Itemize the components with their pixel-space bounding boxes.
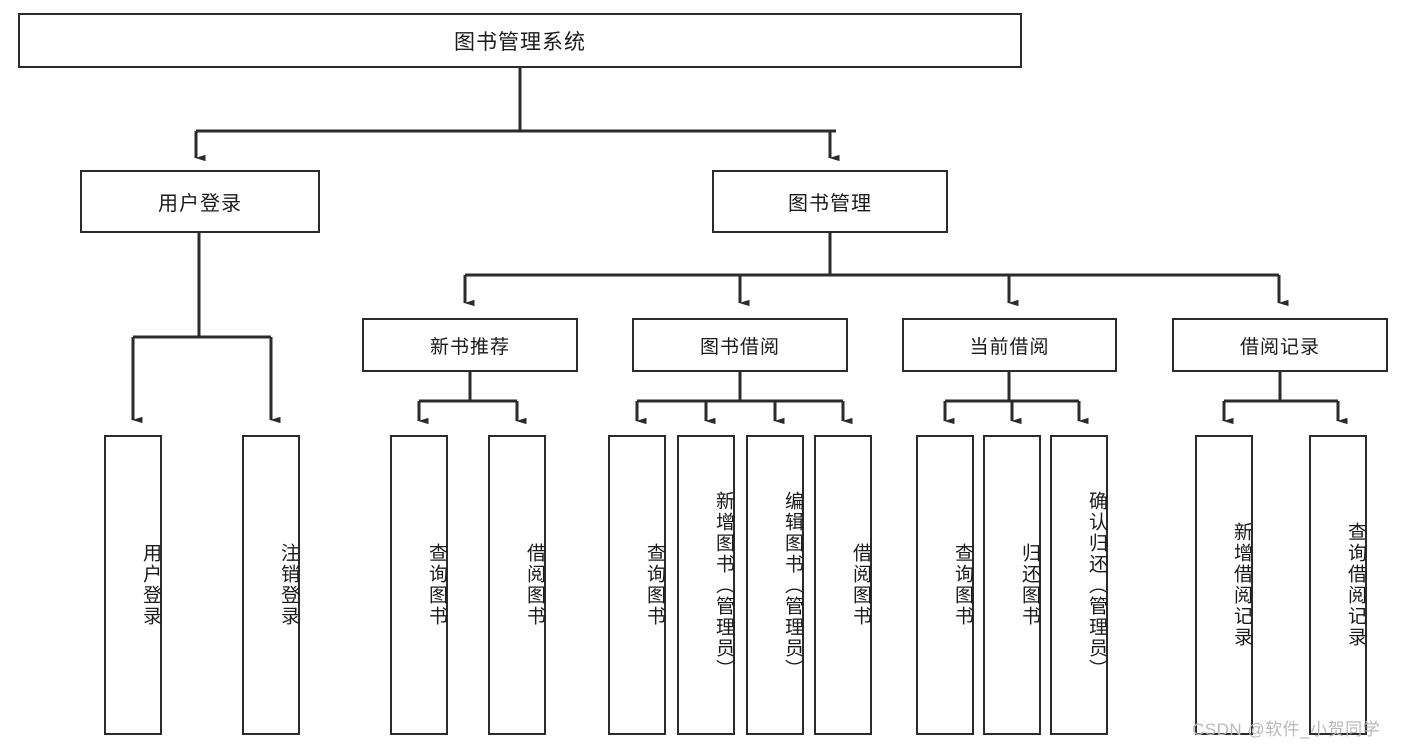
node-label: 归还图书 <box>1019 543 1040 627</box>
leaf-recommend-query-book[interactable]: 查询图书 <box>390 435 448 735</box>
leaf-query-borrow-record[interactable]: 查询借阅记录 <box>1309 435 1367 735</box>
node-new-book-recommend[interactable]: 新书推荐 <box>362 318 578 372</box>
node-label: 用户登录 <box>140 543 161 627</box>
node-label: 当前借阅 <box>969 336 1050 358</box>
node-root-system[interactable]: 图书管理系统 <box>18 13 1022 68</box>
leaf-add-book-admin[interactable]: 新增图书（管理员） <box>677 435 735 735</box>
leaf-user-login[interactable]: 用户登录 <box>104 435 162 735</box>
leaf-add-borrow-record[interactable]: 新增借阅记录 <box>1195 435 1253 735</box>
node-label: 注销登录 <box>278 543 299 627</box>
leaf-logout[interactable]: 注销登录 <box>242 435 300 735</box>
leaf-edit-book-admin[interactable]: 编辑图书（管理员） <box>746 435 804 735</box>
node-label: 图书借阅 <box>699 336 780 358</box>
node-borrow-record[interactable]: 借阅记录 <box>1172 318 1388 372</box>
leaf-current-query-book[interactable]: 查询图书 <box>916 435 974 735</box>
node-label: 新书推荐 <box>429 336 510 358</box>
node-label: 借阅图书 <box>524 543 545 627</box>
node-label: 查询图书 <box>952 543 973 627</box>
node-label: 新增图书（管理员） <box>713 490 734 680</box>
leaf-recommend-borrow-book[interactable]: 借阅图书 <box>488 435 546 735</box>
node-user-login[interactable]: 用户登录 <box>80 170 320 233</box>
node-label: 确认归还（管理员） <box>1086 490 1107 680</box>
watermark: CSDN @软件_小贺同学 <box>1192 720 1381 739</box>
leaf-return-book[interactable]: 归还图书 <box>983 435 1041 735</box>
node-book-borrow[interactable]: 图书借阅 <box>632 318 848 372</box>
node-current-borrow[interactable]: 当前借阅 <box>902 318 1117 372</box>
node-label: 查询借阅记录 <box>1345 522 1366 648</box>
leaf-borrow-query-book[interactable]: 查询图书 <box>608 435 666 735</box>
node-label: 查询图书 <box>426 543 447 627</box>
node-label: 用户登录 <box>158 193 242 215</box>
leaf-borrow-book[interactable]: 借阅图书 <box>814 435 872 735</box>
node-label: 编辑图书（管理员） <box>782 490 803 680</box>
node-label: 查询图书 <box>644 543 665 627</box>
node-label: 图书管理系统 <box>454 30 586 54</box>
node-book-management[interactable]: 图书管理 <box>712 170 948 233</box>
node-label: 图书管理 <box>788 193 872 215</box>
leaf-confirm-return-admin[interactable]: 确认归还（管理员） <box>1050 435 1108 735</box>
node-label: 借阅图书 <box>850 543 871 627</box>
node-label: 借阅记录 <box>1239 336 1320 358</box>
node-label: 新增借阅记录 <box>1231 522 1252 648</box>
